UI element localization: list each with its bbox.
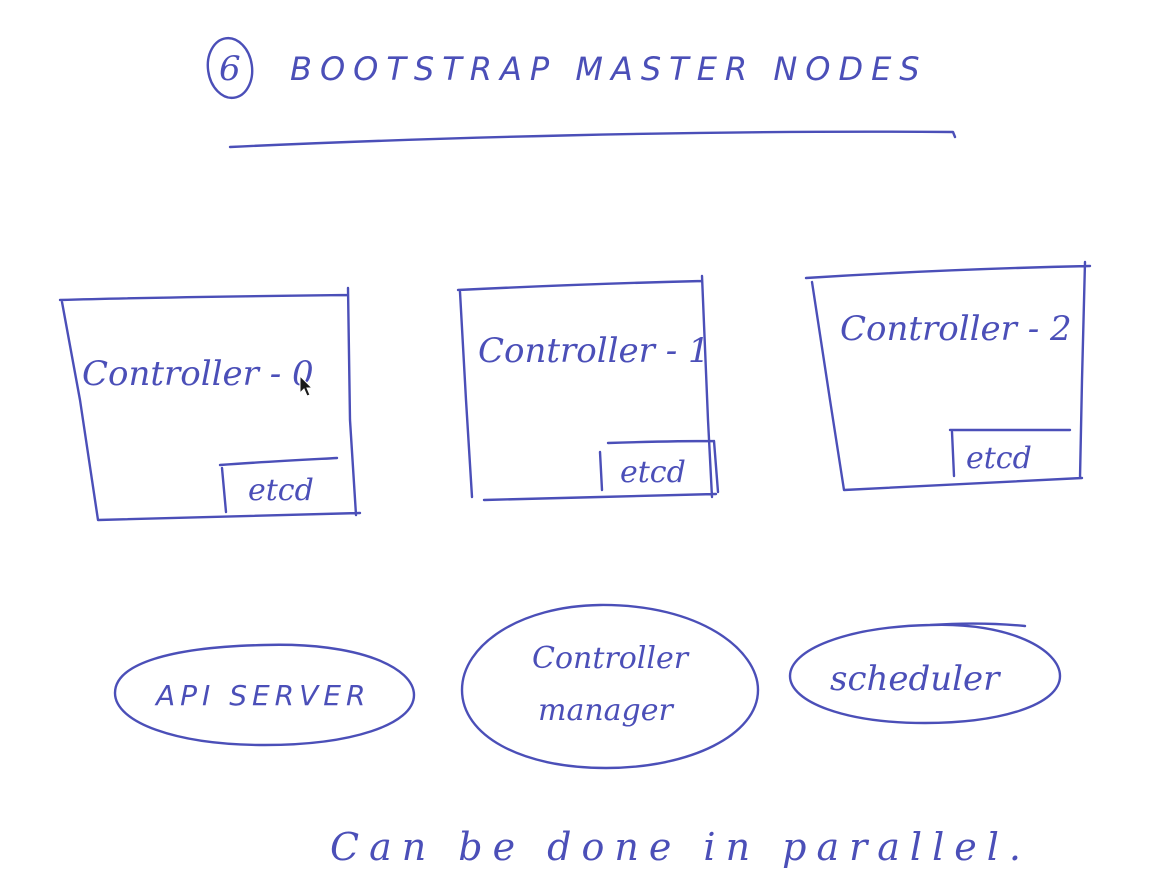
service-label-line1: Controller	[532, 641, 690, 676]
etcd-box-outline	[948, 428, 1072, 478]
step-number: 6	[219, 49, 241, 89]
footer-note: Can be done in parallel.	[330, 825, 1031, 869]
controller-label: Controller - 1	[478, 331, 710, 371]
controller-box-outline	[804, 260, 1092, 492]
controller-box-outline	[456, 274, 718, 502]
controller-node-1: Controller - 1 etcd	[456, 274, 720, 502]
step-number-circle	[206, 36, 254, 100]
service-ellipse-outline	[113, 643, 416, 747]
etcd-label: etcd	[248, 473, 314, 508]
service-label-line2: manager	[538, 693, 674, 728]
controller-label: Controller - 0	[82, 354, 314, 394]
etcd-box-outline	[218, 456, 339, 514]
title-underline	[228, 130, 957, 149]
service-controller-manager: Controller manager	[460, 603, 760, 770]
etcd-label: etcd	[620, 455, 686, 490]
mouse-pointer-icon	[299, 374, 314, 397]
etcd-box-outline	[598, 439, 720, 494]
controller-box-outline	[58, 286, 362, 522]
controller-label: Controller - 2	[840, 309, 1072, 349]
service-label: scheduler	[830, 659, 1001, 699]
etcd-label: etcd	[966, 441, 1032, 476]
service-ellipse-outline	[788, 622, 1062, 725]
service-ellipse-outline	[460, 603, 760, 770]
service-label: API SERVER	[154, 679, 370, 712]
header: 6 BOOTSTRAP MASTER NODES	[206, 36, 957, 149]
service-api-server: API SERVER	[113, 643, 416, 747]
controller-node-0: Controller - 0 etcd	[58, 286, 362, 522]
page-title: BOOTSTRAP MASTER NODES	[290, 50, 928, 88]
controller-node-2: Controller - 2 etcd	[804, 260, 1092, 492]
service-scheduler: scheduler	[788, 622, 1062, 725]
